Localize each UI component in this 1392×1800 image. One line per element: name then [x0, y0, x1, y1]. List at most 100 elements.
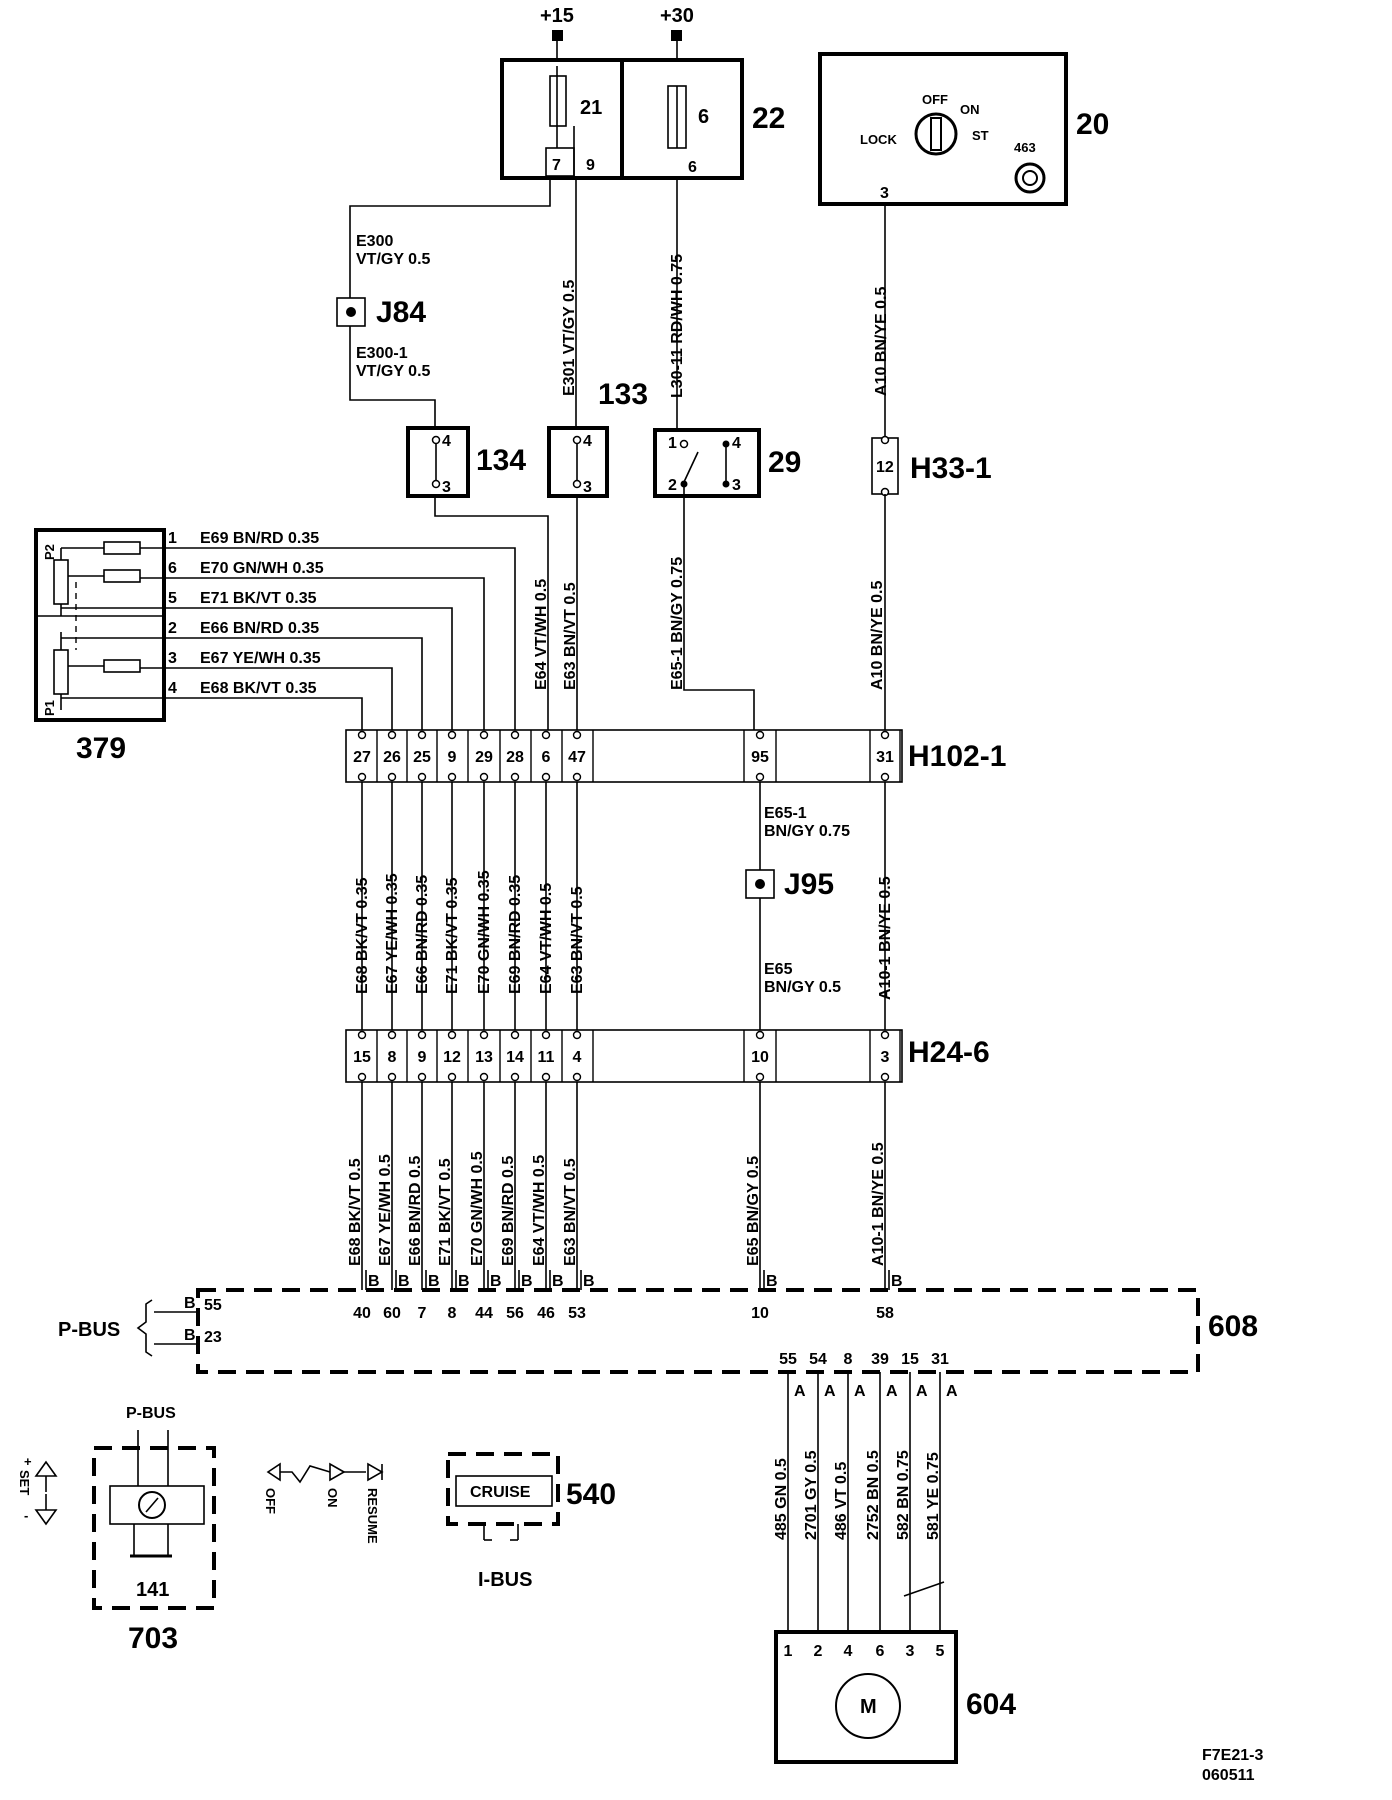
cruise-ibus: I-BUS	[478, 1569, 532, 1591]
motor-pin-label: 2	[814, 1643, 823, 1660]
h24-pin-label: 11	[538, 1049, 555, 1066]
ecu-b-label: B	[490, 1273, 502, 1290]
ecu-b-label: B	[766, 1273, 778, 1290]
ecu-id: 608	[1208, 1310, 1258, 1343]
motor-wire-label: 582 BN 0.75	[895, 1450, 912, 1540]
e65-mid: E65	[764, 961, 793, 978]
ecu-top-pin: 10	[751, 1305, 769, 1322]
h102-pin-label: 31	[876, 749, 894, 766]
ecu-a-label: A	[824, 1383, 836, 1400]
motor-wire-label: 2752 BN 0.5	[865, 1450, 882, 1540]
h102-pin-hole	[510, 730, 520, 740]
h102-pin-label: 47	[568, 749, 586, 766]
lower-wire-label: E66 BN/RD 0.5	[407, 1156, 424, 1266]
l30-label: L30-11 RD/WH 0.75	[669, 254, 686, 398]
a10-1-lower-label: A10-1 BN/YE 0.5	[870, 1142, 887, 1266]
ecu-top-pin: 44	[475, 1305, 493, 1322]
ecu-top-pin: 60	[383, 1305, 401, 1322]
s29-pin4: 4	[732, 435, 741, 452]
h24-pin-label: 9	[418, 1049, 427, 1066]
fuse-box: +15 +30 21 6 22 7 9 6	[500, 5, 785, 180]
pedal-wire	[140, 577, 485, 730]
ignition-id: 20	[1076, 108, 1109, 141]
h24-pin-label: 4	[573, 1049, 582, 1066]
ecu-b-label: B	[583, 1273, 595, 1290]
h24-pin-hole	[572, 1072, 582, 1082]
between-wire-label: E69 BN/RD 0.35	[507, 875, 524, 994]
h24-pin-hole	[357, 1030, 367, 1040]
h24-pin-hole	[357, 1072, 367, 1082]
lower-wire-label: E67 YE/WH 0.5	[377, 1154, 394, 1266]
pbus-label: P-BUS	[58, 1319, 120, 1341]
h102-pin-hole	[447, 730, 457, 740]
ecu-a-label: A	[886, 1383, 898, 1400]
motor-wire-label: 581 YE 0.75	[925, 1452, 942, 1540]
ecu-b-label: B	[458, 1273, 470, 1290]
h24-pin-label: 14	[506, 1049, 524, 1066]
fuse-pin-7: 7	[552, 157, 561, 174]
supply-terminal-30	[671, 30, 682, 41]
h24-pin-hole	[387, 1072, 397, 1082]
ecu-bottom-pin: 54	[809, 1351, 827, 1368]
h24-pin-label: 15	[353, 1049, 371, 1066]
e300-label: E300	[356, 233, 393, 250]
cruise-lever-symbols: SET + - OFF ON RESUME	[17, 1454, 384, 1544]
s134-pin4: 4	[442, 433, 451, 450]
lower-wire-label: E68 BK/VT 0.5	[347, 1158, 364, 1266]
h33-pin-12: 12	[876, 459, 894, 476]
connector-h33-1: 12 H33-1	[871, 435, 992, 497]
drawing-code-2: 060511	[1202, 1767, 1255, 1784]
motor-m: M	[860, 1696, 877, 1718]
ecu-top-pin: 40	[353, 1305, 371, 1322]
h24-pin-hole	[541, 1030, 551, 1040]
h102-pin-hole	[572, 730, 582, 740]
e65-1-top-label: E65-1 BN/GY 0.75	[669, 557, 686, 690]
h102-pin-hole	[479, 772, 489, 782]
h24-pin-hole	[880, 1072, 890, 1082]
pedal-wire	[140, 547, 516, 730]
h24-pin-hole	[447, 1072, 457, 1082]
pedal-wire-label: E70 GN/WH 0.35	[200, 560, 324, 577]
e300-spec: VT/GY 0.5	[356, 251, 431, 268]
supply-15-label: +15	[540, 5, 574, 27]
h102-pin-label: 9	[448, 749, 457, 766]
h102-pin-hole	[357, 730, 367, 740]
h102-pin-hole	[572, 772, 582, 782]
h102-pin-hole	[417, 772, 427, 782]
motor-id: 604	[966, 1688, 1016, 1721]
between-wire-label: E64 VT/WH 0.5	[538, 883, 555, 994]
h24-pin-hole	[510, 1072, 520, 1082]
pedal-wire-label: E69 BN/RD 0.35	[200, 530, 319, 547]
lever-set: SET	[17, 1470, 32, 1495]
ecu-b-label: B	[428, 1273, 440, 1290]
fuse-6-label: 6	[698, 106, 709, 128]
h24-pin-hole	[417, 1030, 427, 1040]
s29-label: 29	[768, 446, 801, 479]
h102-pin-label: 29	[475, 749, 493, 766]
ecu-bottom-pin: 8	[844, 1351, 853, 1368]
switch-134: 4 3 134	[406, 426, 526, 498]
mid-wires: E64 VT/WH 0.5 E63 BN/VT 0.5 E65-1 BN/GY …	[434, 486, 886, 730]
pedal-pin-label: 1	[168, 530, 177, 547]
drawing-code-1: F7E21-3	[1202, 1747, 1263, 1764]
junction-j84: J84	[376, 296, 426, 329]
s133-label: 133	[598, 378, 648, 411]
ecu-bottom-pin: 31	[931, 1351, 949, 1368]
h24-pin-hole	[510, 1030, 520, 1040]
ecu-b-label: B	[552, 1273, 564, 1290]
h24-pin-hole	[541, 1072, 551, 1082]
h102-pin-hole	[387, 772, 397, 782]
supply-terminal-15	[552, 30, 563, 41]
h33-label: H33-1	[910, 452, 992, 485]
h102-pin-label: 27	[353, 749, 371, 766]
ignition-pin-3: 3	[880, 185, 889, 202]
lower-wire-label: E63 BN/VT 0.5	[562, 1158, 579, 1266]
ignition-switch: OFF ON LOCK ST 463 20 3	[818, 52, 1109, 438]
